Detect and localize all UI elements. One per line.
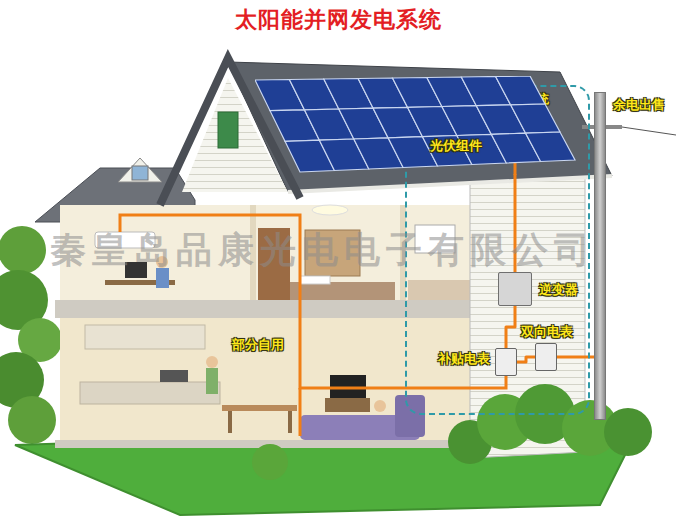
- kitchen-counter: [80, 382, 220, 404]
- roof-eave: [288, 176, 612, 192]
- component-label: 逆变器: [539, 282, 578, 298]
- person-body: [156, 268, 169, 288]
- foliage: [0, 226, 46, 274]
- component-label: 补贴电表: [438, 351, 490, 367]
- meter-box: 双向电表: [535, 343, 557, 371]
- floor-slab: [55, 300, 475, 318]
- table-leg: [228, 411, 232, 433]
- title: 太阳能并网发电系统: [0, 6, 676, 34]
- tv-stand: [325, 398, 370, 412]
- bed: [408, 280, 470, 300]
- gable-vent: [218, 112, 238, 148]
- house-wiring: [120, 162, 515, 436]
- solar-cell: [496, 76, 545, 105]
- person-head: [374, 400, 386, 412]
- meter-box: 补贴电表: [495, 348, 517, 376]
- ceiling-lamp: [312, 205, 348, 215]
- dining-table: [222, 405, 297, 411]
- solar-cell: [526, 132, 575, 162]
- bush: [604, 408, 652, 456]
- wire: [514, 162, 517, 175]
- dormer: [118, 158, 162, 182]
- kitchen-cabinet: [85, 325, 205, 349]
- dormer-window: [132, 166, 148, 180]
- power-line: [622, 127, 676, 135]
- table-leg: [288, 411, 292, 433]
- panel-drawing: [255, 76, 577, 174]
- inverter-box: 逆变器: [498, 272, 532, 306]
- component-label: 光伏组件: [430, 138, 482, 154]
- microwave: [160, 370, 188, 382]
- usage-label: 部分自用: [232, 337, 284, 353]
- wire-connector: [517, 357, 535, 362]
- bed: [290, 282, 395, 300]
- component-label: 余电出售: [613, 97, 665, 113]
- solar-cell: [511, 104, 560, 133]
- pillow: [300, 276, 330, 284]
- solar-panel-array: 光伏组件: [255, 76, 577, 174]
- person-body: [206, 368, 218, 394]
- wire: [299, 388, 302, 436]
- foliage: [8, 396, 56, 444]
- sofa-back: [395, 395, 425, 437]
- person-head: [206, 356, 218, 368]
- lower-floor: [55, 318, 475, 448]
- component-label: 双向电表: [521, 324, 573, 340]
- watermark: 秦皇岛品康光电电子有限公司: [50, 232, 596, 268]
- wire-connector: [506, 306, 515, 348]
- back-wall: [60, 318, 470, 442]
- right-bushes: [252, 384, 652, 480]
- bush: [252, 444, 288, 480]
